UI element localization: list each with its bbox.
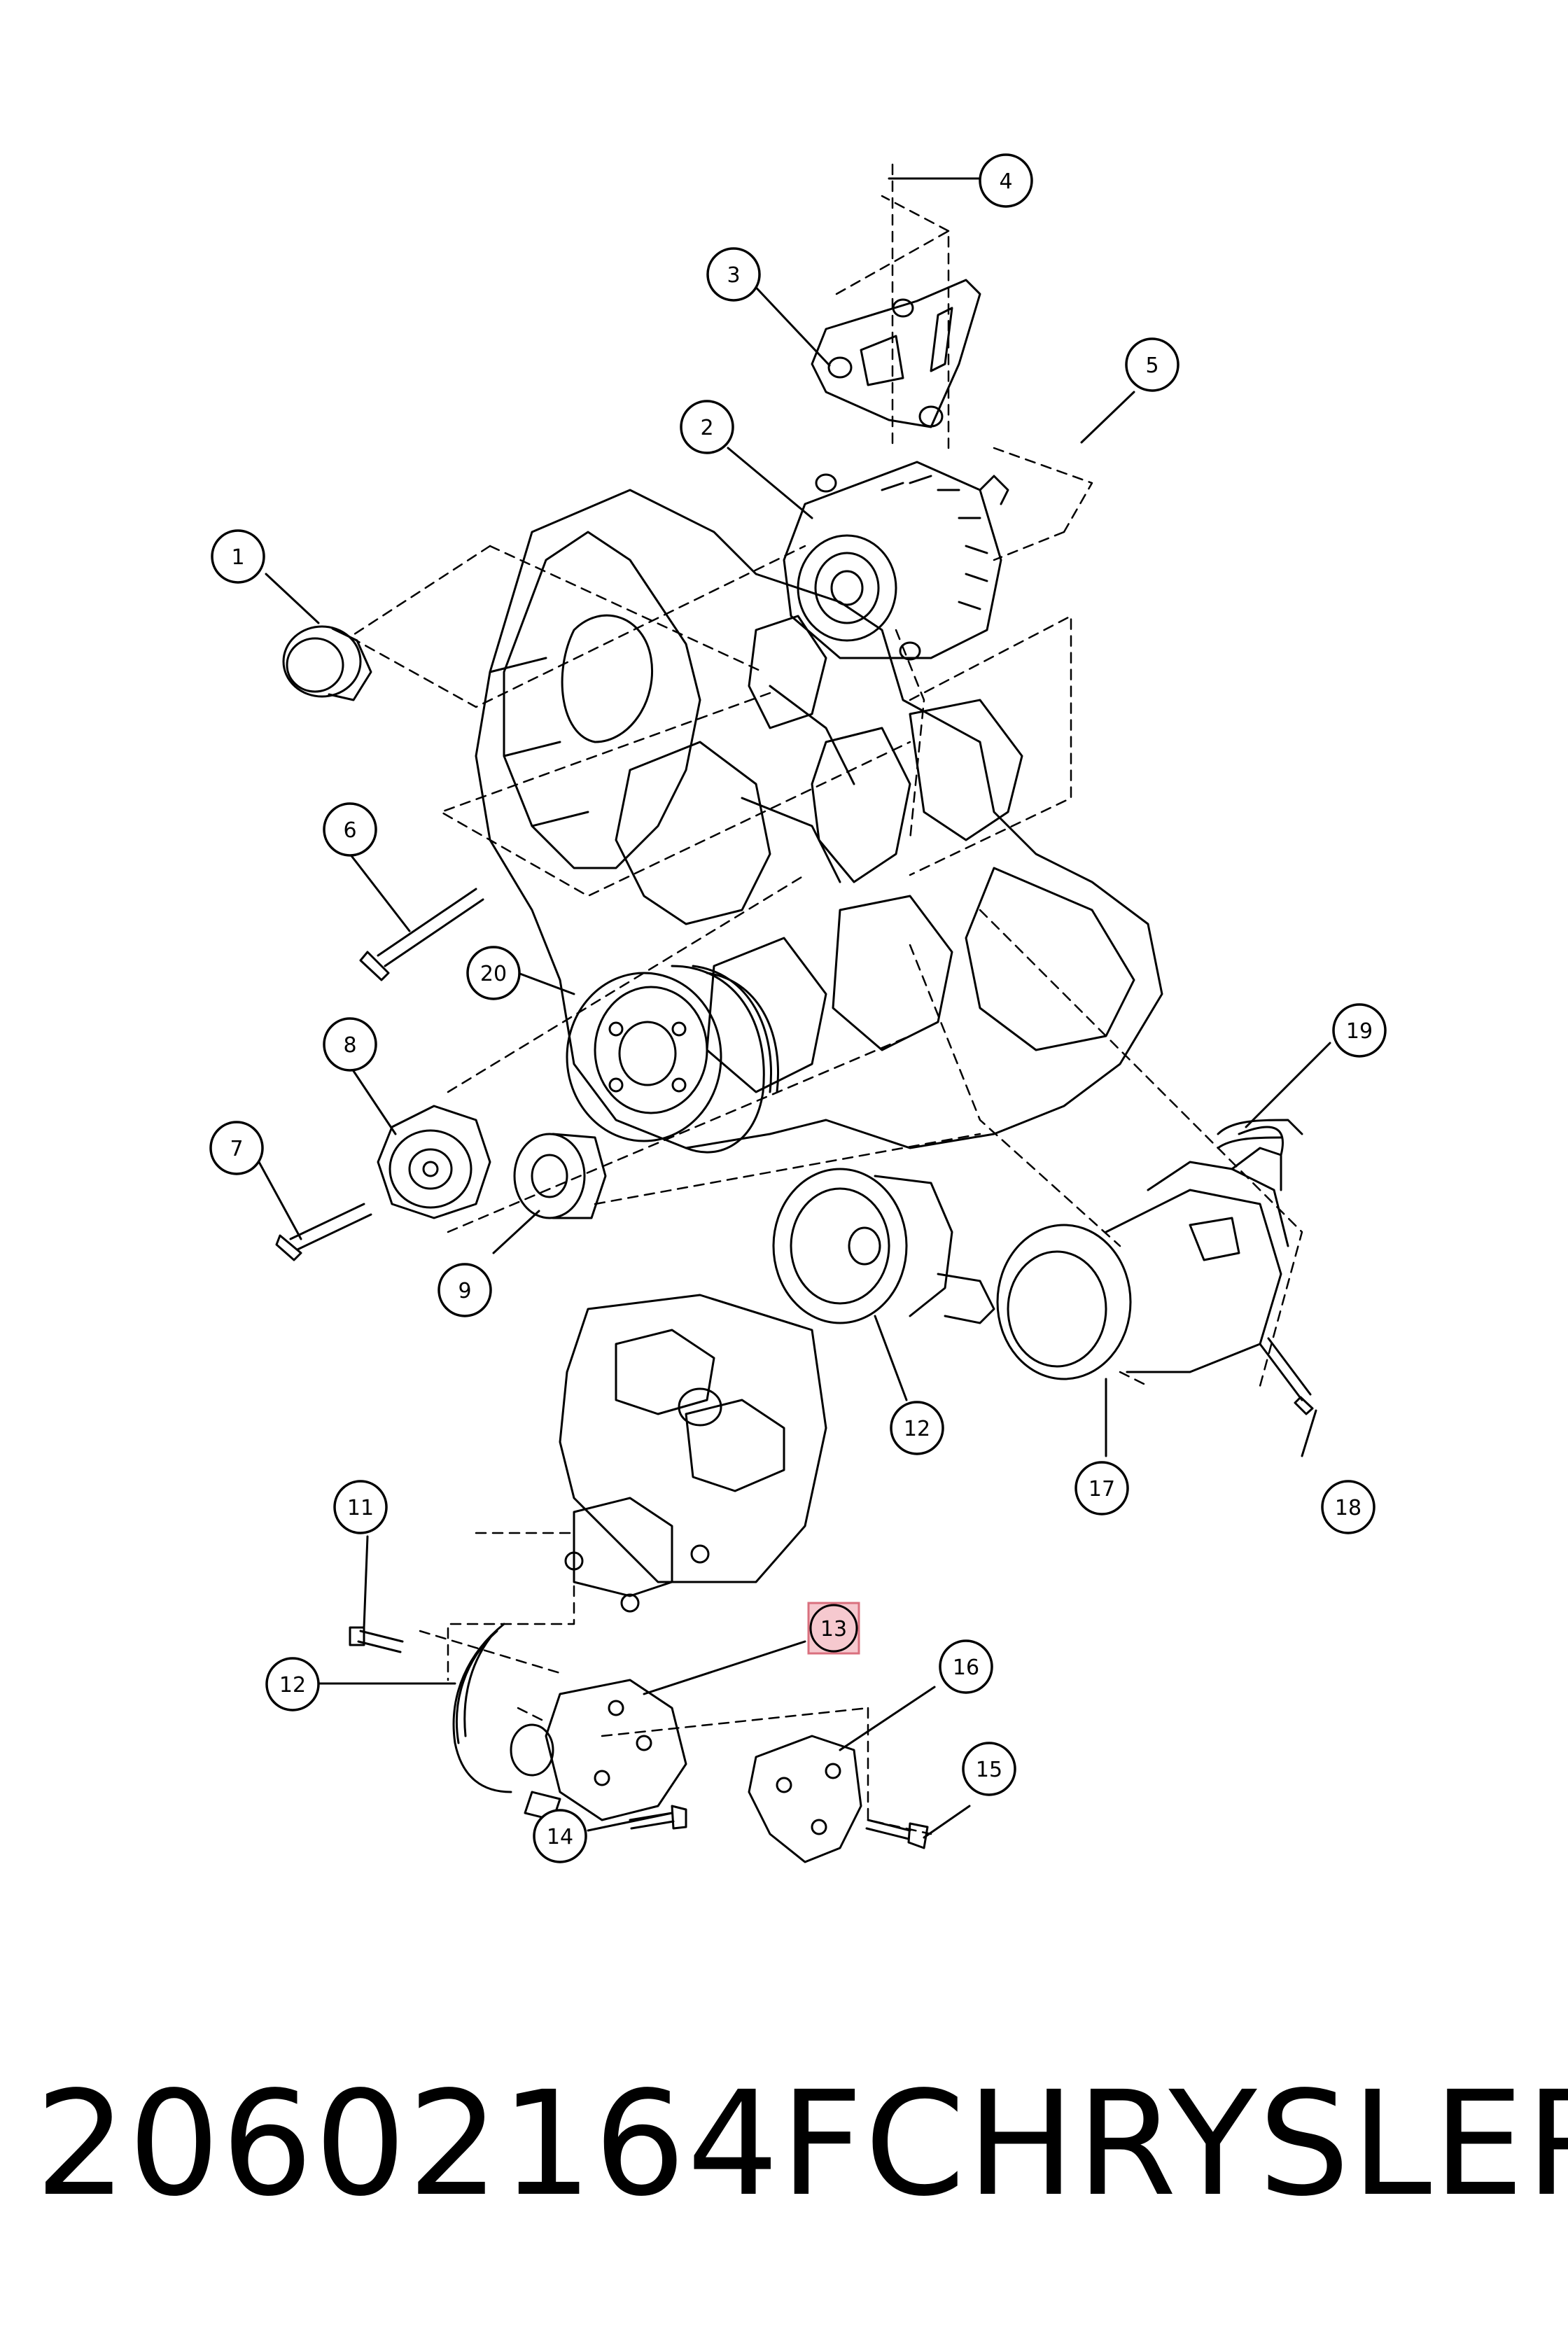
callout-2-label: 2	[700, 416, 713, 440]
long-bolt-illustration	[359, 888, 484, 981]
callout-17-label: 17	[1088, 1477, 1115, 1502]
callout-3-label: 3	[727, 263, 740, 288]
pump-bracket-illustration	[748, 1735, 862, 1863]
callout-16: 16	[939, 1639, 993, 1694]
callout-5: 5	[1125, 337, 1180, 392]
callout-15: 15	[962, 1742, 1016, 1796]
callout-12-upper-label: 12	[904, 1417, 930, 1441]
callout-14-label: 14	[547, 1825, 573, 1849]
callout-9-label: 9	[458, 1279, 471, 1303]
tensioner-bolt-illustration	[275, 1203, 372, 1261]
steering-pump-illustration	[510, 1679, 687, 1821]
engine-block-illustration	[475, 489, 1163, 1149]
leader-lines	[258, 177, 1331, 1839]
alternator-bracket-illustration	[811, 279, 981, 428]
callout-12-upper: 12	[890, 1401, 944, 1455]
callout-4-label: 4	[999, 169, 1012, 194]
callout-11: 11	[333, 1480, 388, 1534]
callout-3: 3	[706, 247, 761, 302]
callout-7-label: 7	[230, 1137, 243, 1161]
callout-15-label: 15	[976, 1758, 1002, 1782]
lower-bolt-illustration	[349, 1626, 404, 1653]
callout-7: 7	[209, 1121, 264, 1175]
compressor-bolt-illustration	[1259, 1337, 1314, 1415]
pump-bolt-illustration	[629, 1805, 687, 1830]
callout-14: 14	[533, 1809, 587, 1863]
lower-engine-illustration	[559, 1294, 827, 1613]
callout-2: 2	[680, 400, 734, 454]
crankshaft-pulley-illustration	[566, 965, 779, 1154]
callout-8: 8	[323, 1017, 377, 1072]
callout-19-label: 19	[1346, 1019, 1373, 1044]
ac-compressor-illustration	[996, 1126, 1289, 1380]
assembly-lines	[349, 163, 1303, 1835]
part-number-caption: 20602164F	[35, 2060, 864, 2228]
callout-16-label: 16	[953, 1656, 979, 1680]
callout-5-label: 5	[1145, 354, 1158, 378]
idler-cap-illustration	[282, 625, 372, 701]
callout-6-label: 6	[343, 818, 356, 843]
steering-pump-pulley-illustration	[772, 1168, 995, 1324]
callout-12-lower-label: 12	[279, 1673, 306, 1698]
callout-20-label: 20	[480, 962, 507, 986]
callout-13-label: 13	[820, 1617, 847, 1642]
callout-4: 4	[979, 153, 1033, 208]
belt-tensioner-illustration	[377, 1105, 491, 1219]
ac-hose-illustration	[1217, 1119, 1303, 1149]
callout-8-label: 8	[343, 1033, 356, 1058]
callout-19: 19	[1332, 1003, 1387, 1058]
callout-17: 17	[1074, 1461, 1129, 1516]
callout-1: 1	[211, 529, 265, 584]
alternator-illustration	[783, 461, 1009, 661]
brand-caption: CHRYSLER	[864, 2060, 1568, 2228]
callout-6: 6	[323, 802, 377, 857]
callout-18: 18	[1321, 1480, 1376, 1534]
callout-1-label: 1	[231, 545, 244, 570]
callout-20: 20	[466, 946, 521, 1000]
callout-12-lower: 12	[265, 1657, 320, 1712]
idler-pulley-illustration	[513, 1133, 607, 1219]
callout-11-label: 11	[347, 1496, 374, 1520]
lower-pulley-illustration	[452, 1623, 512, 1793]
callout-9: 9	[438, 1263, 492, 1317]
callout-13-highlighted[interactable]: 13	[807, 1602, 860, 1655]
bracket-bolt-illustration	[865, 1819, 929, 1849]
callout-18-label: 18	[1335, 1496, 1362, 1520]
